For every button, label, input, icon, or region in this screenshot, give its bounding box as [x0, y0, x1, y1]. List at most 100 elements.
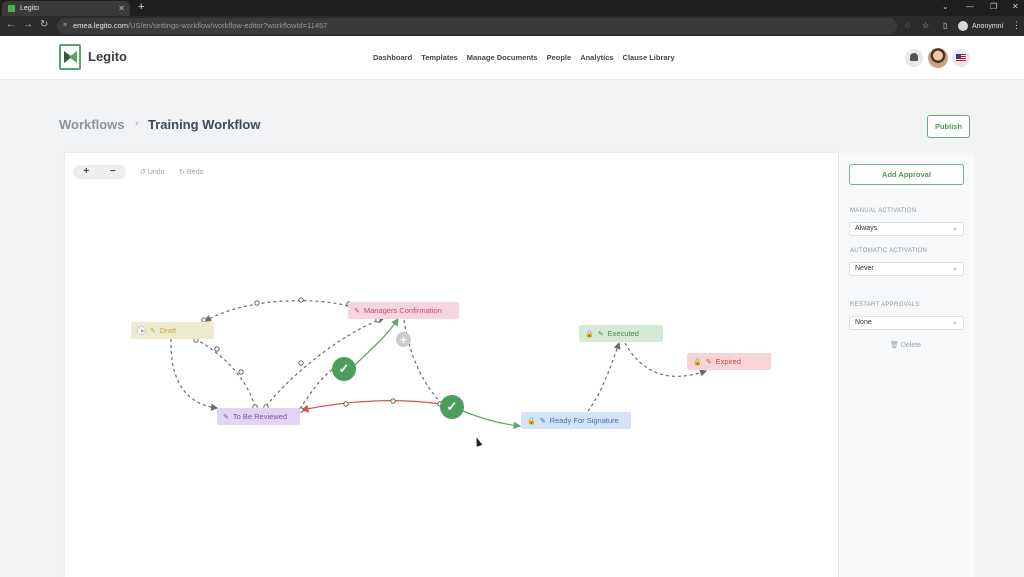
sidebar-icon[interactable]: ▯ [943, 21, 948, 30]
zoom-control: + − [73, 165, 126, 179]
redo-label: Redo [186, 169, 204, 176]
edge-rfs-to-executed [587, 341, 621, 412]
trash-icon: 🗑 [890, 342, 899, 349]
node-managers-confirmation[interactable]: ✎ Managers Confirmation [348, 302, 459, 319]
automatic-activation-select[interactable]: Never ⌄ [849, 262, 964, 276]
zoom-out-button[interactable]: − [109, 166, 116, 177]
edge-executed-to-expired [624, 342, 708, 377]
add-transition-icon[interactable]: + [396, 332, 411, 347]
notifications-bell-icon[interactable] [905, 49, 923, 67]
undo-button[interactable]: ↺ Undo [140, 168, 165, 176]
breadcrumb-chevron-icon: › [135, 118, 139, 129]
restart-approvals-select[interactable]: None ⌄ [849, 316, 964, 330]
node-expired[interactable]: 🔒 ✎ Expired [687, 353, 771, 370]
lock-icon: 🔒 [585, 330, 594, 338]
new-tab-icon[interactable]: + [138, 1, 145, 13]
site-info-icon[interactable]: ≡ [63, 22, 68, 29]
eye-off-icon[interactable]: ◌ [905, 21, 910, 30]
node-draft-label: Draft [159, 326, 177, 335]
start-play-icon [137, 326, 146, 335]
edge-draft-to-tbr [170, 338, 219, 411]
language-flag-icon[interactable] [952, 49, 970, 67]
zoom-in-button[interactable]: + [83, 166, 90, 177]
approval-check-icon[interactable]: ✓ [332, 357, 356, 381]
edge-check2-to-rfs [462, 410, 522, 430]
approval-check-icon[interactable]: ✓ [440, 395, 464, 419]
restart-approvals-value: None [855, 319, 872, 326]
breadcrumb-workflows[interactable]: Workflows [59, 117, 125, 132]
manual-activation-select[interactable]: Always ⌄ [849, 222, 964, 236]
node-executed[interactable]: 🔒 ✎ Executed [579, 325, 663, 342]
close-window-icon[interactable]: ✕ [1012, 2, 1019, 11]
address-bar[interactable]: ≡ emea.legito.com/US/en/settings-workflo… [57, 18, 897, 34]
browser-tab-title: Legito [20, 5, 40, 12]
delete-button[interactable]: 🗑 Delete [890, 341, 921, 349]
legito-logo-icon[interactable] [59, 44, 81, 70]
node-ready-for-signature[interactable]: 🔒 ✎ Ready For Signature [521, 412, 631, 429]
reload-icon[interactable]: ↻ [40, 19, 49, 30]
user-avatar[interactable] [928, 48, 948, 68]
publish-button[interactable]: Publish [927, 115, 970, 138]
chevron-down-icon: ⌄ [952, 225, 958, 232]
edge-tbr-to-check1 [299, 368, 334, 410]
edge-check2-to-tbr [300, 400, 441, 413]
node-expired-label: Expired [715, 357, 742, 366]
node-managers-confirmation-label: Managers Confirmation [363, 306, 442, 315]
automatic-activation-value: Never [855, 265, 874, 272]
nav-manage-documents[interactable]: Manage Documents [466, 53, 538, 62]
edge-mc-to-rfs [403, 319, 441, 403]
edit-pen-icon: ✎ [705, 358, 712, 366]
favicon-icon [8, 5, 15, 12]
restore-icon[interactable]: ❐ [990, 2, 998, 11]
nav-people[interactable]: People [546, 53, 572, 62]
node-ready-for-signature-label: Ready For Signature [549, 416, 619, 425]
manual-activation-label: MANUAL ACTIVATION [850, 208, 917, 214]
edge-tbr-to-mc [265, 316, 386, 407]
minimize-icon[interactable]: — [966, 2, 974, 11]
node-executed-label: Executed [607, 329, 639, 338]
browser-profile[interactable]: Anonymní [958, 19, 1004, 33]
brand-name[interactable]: Legito [88, 49, 127, 64]
app-header: Legito Dashboard Templates Manage Docume… [0, 36, 1024, 80]
browser-menu-icon[interactable]: ⋮ [1012, 20, 1021, 30]
page-title: Training Workflow [148, 117, 261, 132]
node-draft[interactable]: ✎ Draft [131, 322, 214, 339]
browser-tab[interactable]: Legito ✕ [2, 1, 130, 16]
properties-panel [838, 153, 975, 577]
node-to-be-reviewed-label: To Be Reviewed [232, 412, 288, 421]
lock-icon: 🔒 [527, 417, 536, 425]
forward-icon[interactable]: → [23, 19, 33, 30]
tab-search-icon[interactable]: ⌄ [942, 2, 949, 11]
close-tab-icon[interactable]: ✕ [118, 4, 125, 13]
edit-pen-icon: ✎ [223, 413, 229, 421]
browser-tabbar: Legito ✕ + ⌄ — ❐ ✕ [0, 0, 1024, 16]
restart-approvals-label: RESTART APPROVALS [850, 302, 920, 308]
undo-icon: ↺ [140, 169, 146, 176]
manual-activation-value: Always [855, 225, 878, 232]
lock-icon: 🔒 [693, 358, 702, 366]
edge-draft-to-tbr-2 [194, 338, 256, 407]
main-nav: Dashboard Templates Manage Documents Peo… [373, 53, 675, 62]
profile-avatar-icon [958, 21, 968, 31]
profile-name: Anonymní [972, 22, 1004, 30]
redo-button[interactable]: ↻ Redo [179, 168, 204, 176]
nav-dashboard[interactable]: Dashboard [373, 53, 413, 62]
undo-label: Undo [147, 169, 165, 176]
node-to-be-reviewed[interactable]: ✎ To Be Reviewed [217, 408, 300, 425]
edge-check1-to-mc [354, 317, 399, 366]
redo-icon: ↻ [179, 169, 185, 176]
chevron-down-icon: ⌄ [952, 265, 958, 272]
url-host: emea.legito.com [73, 21, 129, 30]
delete-label: Delete [900, 342, 922, 349]
nav-analytics[interactable]: Analytics [580, 53, 614, 62]
bookmark-star-icon[interactable]: ☆ [922, 21, 930, 30]
add-approval-button[interactable]: Add Approval [849, 164, 964, 185]
edit-pen-icon: ✎ [539, 417, 546, 425]
back-icon[interactable]: ← [6, 19, 16, 30]
edge-mc-to-draft [203, 300, 349, 322]
nav-clause-library[interactable]: Clause Library [622, 53, 675, 62]
nav-templates[interactable]: Templates [421, 53, 458, 62]
edit-pen-icon: ✎ [150, 327, 156, 335]
url-path: /US/en/settings-workflow/workflow-editor… [128, 21, 328, 30]
chevron-down-icon: ⌄ [952, 319, 958, 326]
